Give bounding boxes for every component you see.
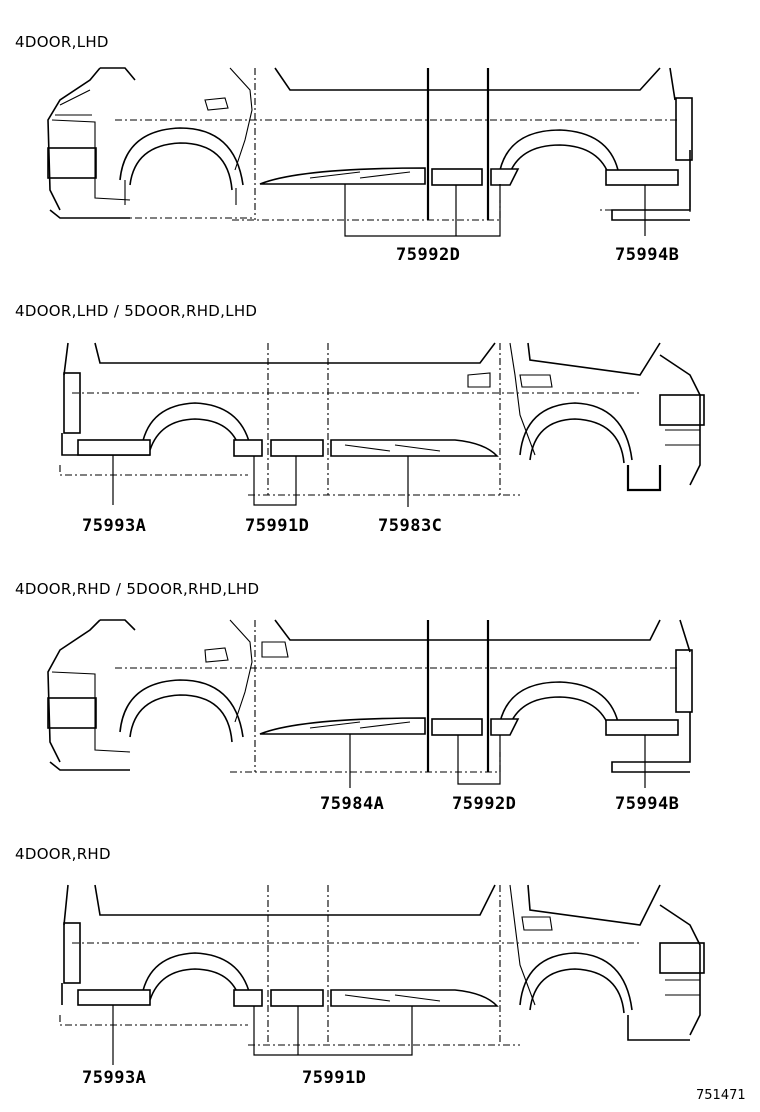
van-side-view-right-front-rhd [59,884,705,1065]
part-label: 75992D [396,245,461,265]
section-heading: 4DOOR,LHD [15,33,109,51]
section-heading: 4DOOR,RHD [15,845,111,863]
part-label: 75994B [615,245,680,265]
part-label: 75983C [378,516,443,536]
part-label: 75991D [245,516,310,536]
part-label: 75993A [82,516,147,536]
figure-code: 751471 [696,1088,746,1103]
part-label: 75984A [320,794,385,814]
van-side-view-right-front [59,342,705,507]
part-label: 75994B [615,794,680,814]
part-label: 75993A [82,1068,147,1088]
section-heading: 4DOOR,LHD / 5DOOR,RHD,LHD [15,302,258,320]
van-side-view-left-front-rhd [47,619,693,788]
part-label: 75991D [302,1068,367,1088]
section-heading: 4DOOR,RHD / 5DOOR,RHD,LHD [15,580,260,598]
van-side-view-left-front [47,67,693,237]
part-label: 75992D [452,794,517,814]
